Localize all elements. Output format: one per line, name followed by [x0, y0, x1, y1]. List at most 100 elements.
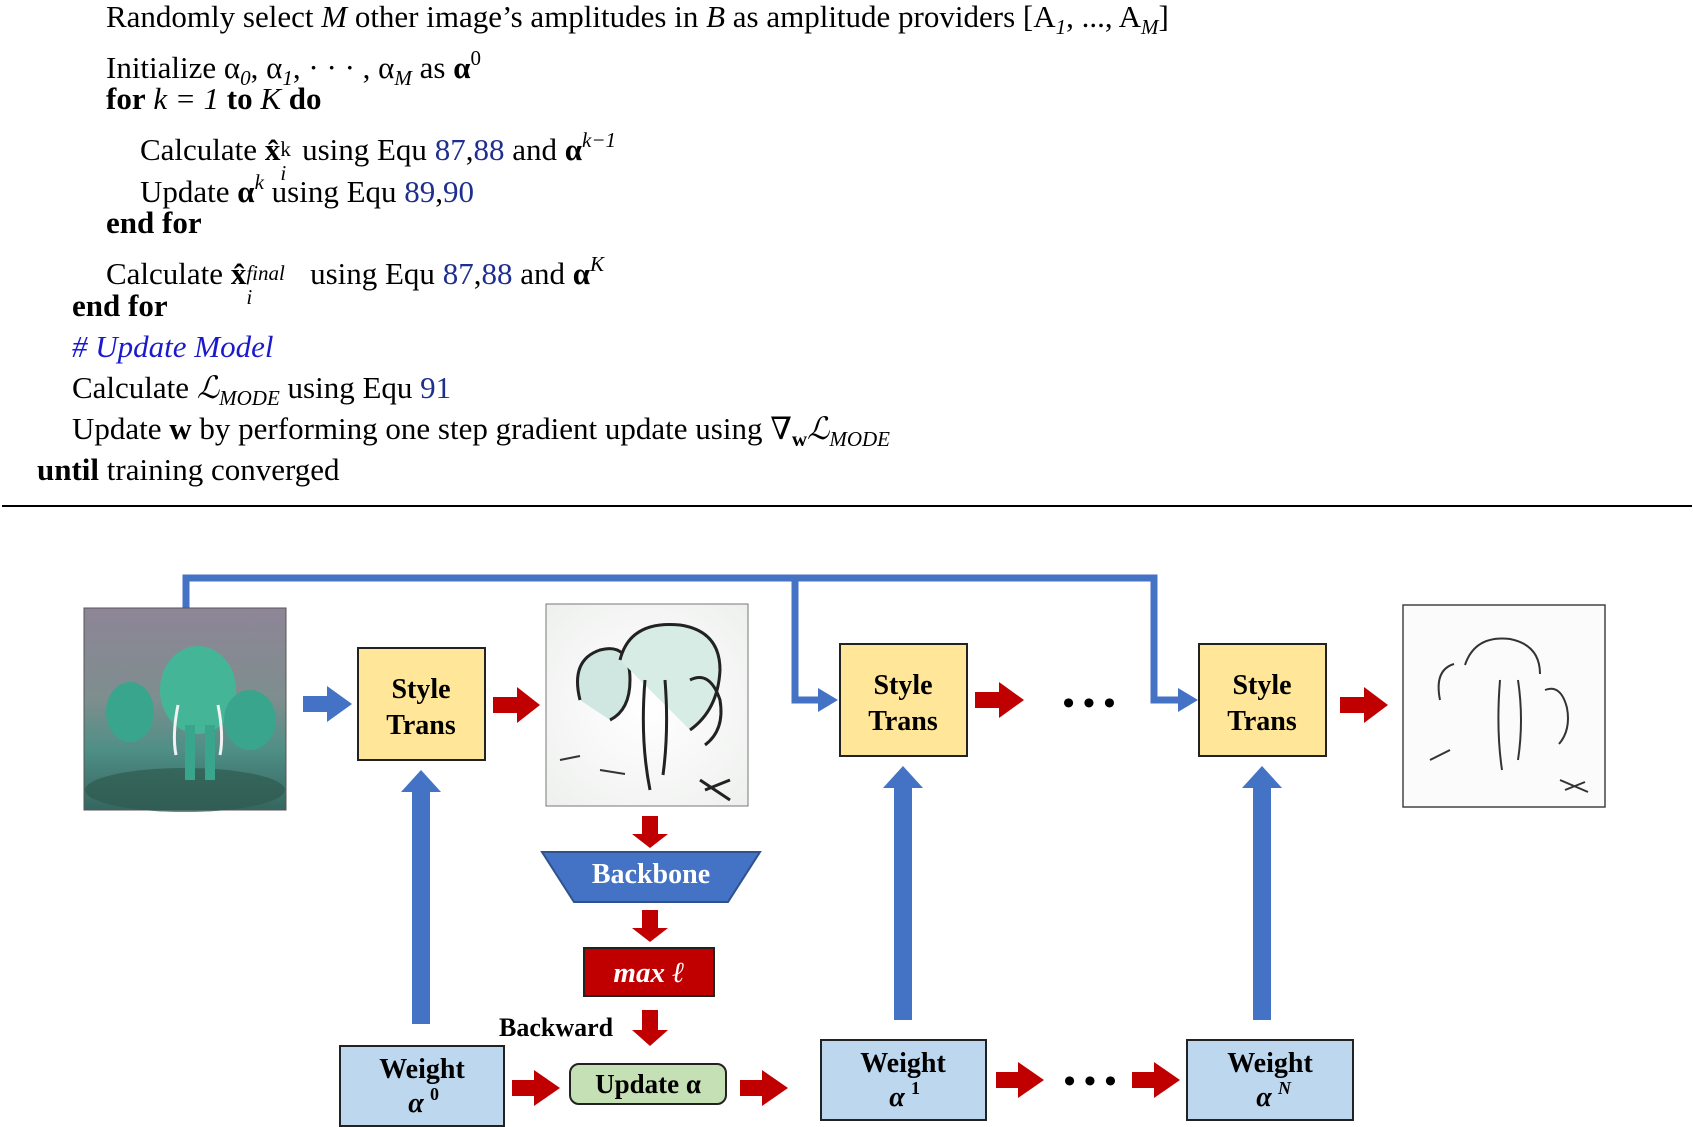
math-alpha: α	[572, 256, 591, 291]
backward-label: Backward	[499, 1013, 614, 1042]
equation-ref[interactable]: 87	[442, 256, 474, 291]
alpha-symbol: α	[889, 1082, 905, 1113]
ellipsis: • • •	[1064, 1063, 1117, 1100]
max-loss-box: max ℓ	[583, 947, 715, 997]
algo-line-for-k: for k = 1 to K do	[106, 80, 322, 118]
keyword-do: do	[288, 81, 322, 116]
subscript: i	[246, 285, 253, 309]
math-alpha: α	[564, 132, 583, 167]
math-M: M	[321, 0, 348, 34]
text: Randomly select	[106, 0, 314, 34]
algo-line-end-for-inner: end for	[106, 205, 202, 240]
equation-ref[interactable]: 90	[443, 174, 475, 209]
text: training converged	[106, 452, 340, 487]
style-trans-box-n: Style Trans	[1198, 643, 1327, 757]
algo-line-until: until training converged	[37, 451, 340, 489]
section-divider	[2, 505, 1692, 507]
red-arrow	[1132, 1062, 1180, 1098]
backbone-block: Backbone	[540, 851, 762, 903]
text: ]	[1158, 0, 1169, 34]
algo-line-select: Randomly select M other image’s amplitud…	[106, 0, 1169, 46]
style-trans-box-2: Style Trans	[839, 643, 968, 757]
math-B: B	[706, 0, 726, 34]
red-arrow-down	[632, 816, 668, 848]
text: as amplitude providers [A	[732, 0, 1056, 34]
red-arrow	[1340, 687, 1388, 723]
weight-box-0: Weight α 0	[339, 1045, 505, 1127]
equation-ref[interactable]: 88	[481, 256, 513, 291]
max-loss-label: max ℓ	[613, 957, 684, 989]
text: using Equ	[302, 132, 427, 167]
equation-ref[interactable]: 91	[420, 370, 452, 405]
superscript: 0	[430, 1084, 439, 1104]
subscript: 1	[1055, 15, 1067, 39]
subscript: w	[791, 427, 808, 451]
text: other image’s amplitudes in	[354, 0, 699, 34]
blue-arrow-up	[1242, 766, 1282, 1020]
backbone-label: Backbone	[592, 859, 710, 890]
keyword-for: for	[106, 81, 146, 116]
text: and	[512, 132, 557, 167]
superscript: 0	[470, 46, 482, 70]
stylized-image	[545, 603, 749, 807]
style-trans-label: Style	[391, 674, 450, 705]
math-k: k = 1	[153, 81, 220, 116]
text: , α	[250, 50, 283, 85]
weight-label: Weight	[1227, 1048, 1313, 1079]
red-arrow	[740, 1070, 788, 1106]
style-trans-label: Style	[1232, 670, 1291, 701]
style-trans-box-1: Style Trans	[357, 647, 486, 761]
style-trans-label: Style	[873, 670, 932, 701]
math-L: ℒ	[807, 411, 830, 446]
text: Calculate	[72, 370, 190, 405]
text: Calculate	[140, 132, 258, 167]
subscript: M	[1141, 15, 1159, 39]
weight-box-1: Weight α 1	[820, 1039, 987, 1121]
superscript: K	[590, 252, 605, 276]
input-image	[83, 607, 287, 812]
style-trans-label: Trans	[1227, 706, 1297, 737]
equation-ref[interactable]: 87	[434, 132, 466, 167]
subscript: 0	[240, 66, 251, 90]
text: Calculate	[106, 256, 224, 291]
subscript: 1	[282, 66, 293, 90]
subscript: MODE	[219, 386, 280, 410]
style-trans-label: Trans	[868, 706, 938, 737]
red-arrow	[512, 1070, 560, 1106]
superscript: N	[1277, 1078, 1292, 1098]
alpha-symbol: α	[408, 1088, 424, 1119]
final-image	[1402, 604, 1606, 808]
skip-connection-lines	[182, 574, 1198, 712]
keyword-to: to	[226, 81, 253, 116]
superscript: final	[246, 261, 285, 285]
superscript: k	[280, 137, 291, 161]
text: ,	[473, 256, 482, 291]
math-x: x̂	[264, 132, 281, 167]
text: using Equ	[310, 256, 435, 291]
keyword-until: until	[37, 452, 100, 487]
algo-line-update-alpha: Update αk using Equ 89,90	[140, 163, 474, 211]
update-alpha-box: Update α	[569, 1063, 727, 1105]
text: by performing one step gradient update u…	[199, 411, 792, 446]
equation-ref[interactable]: 89	[404, 174, 436, 209]
blue-arrowhead	[1178, 688, 1198, 712]
red-arrow	[996, 1062, 1044, 1098]
algo-line-end-for-outer: end for	[72, 288, 168, 323]
blue-arrow-up	[401, 770, 441, 1024]
math-K: K	[260, 81, 282, 116]
algo-line-initialize: Initialize α0, α1, · · · , αM as α0	[106, 39, 481, 97]
subscript: M	[394, 66, 412, 90]
style-trans-label: Trans	[386, 710, 456, 741]
text: as	[419, 50, 446, 85]
text: , · · · , α	[292, 50, 395, 85]
text: , ..., A	[1066, 0, 1142, 34]
subscript: MODE	[829, 427, 890, 451]
red-arrow	[975, 682, 1024, 718]
superscript: k−1	[582, 128, 617, 152]
text: using Equ	[287, 370, 413, 405]
text: using Equ	[271, 174, 397, 209]
equation-ref[interactable]: 88	[473, 132, 505, 167]
math-w: w	[169, 411, 192, 446]
